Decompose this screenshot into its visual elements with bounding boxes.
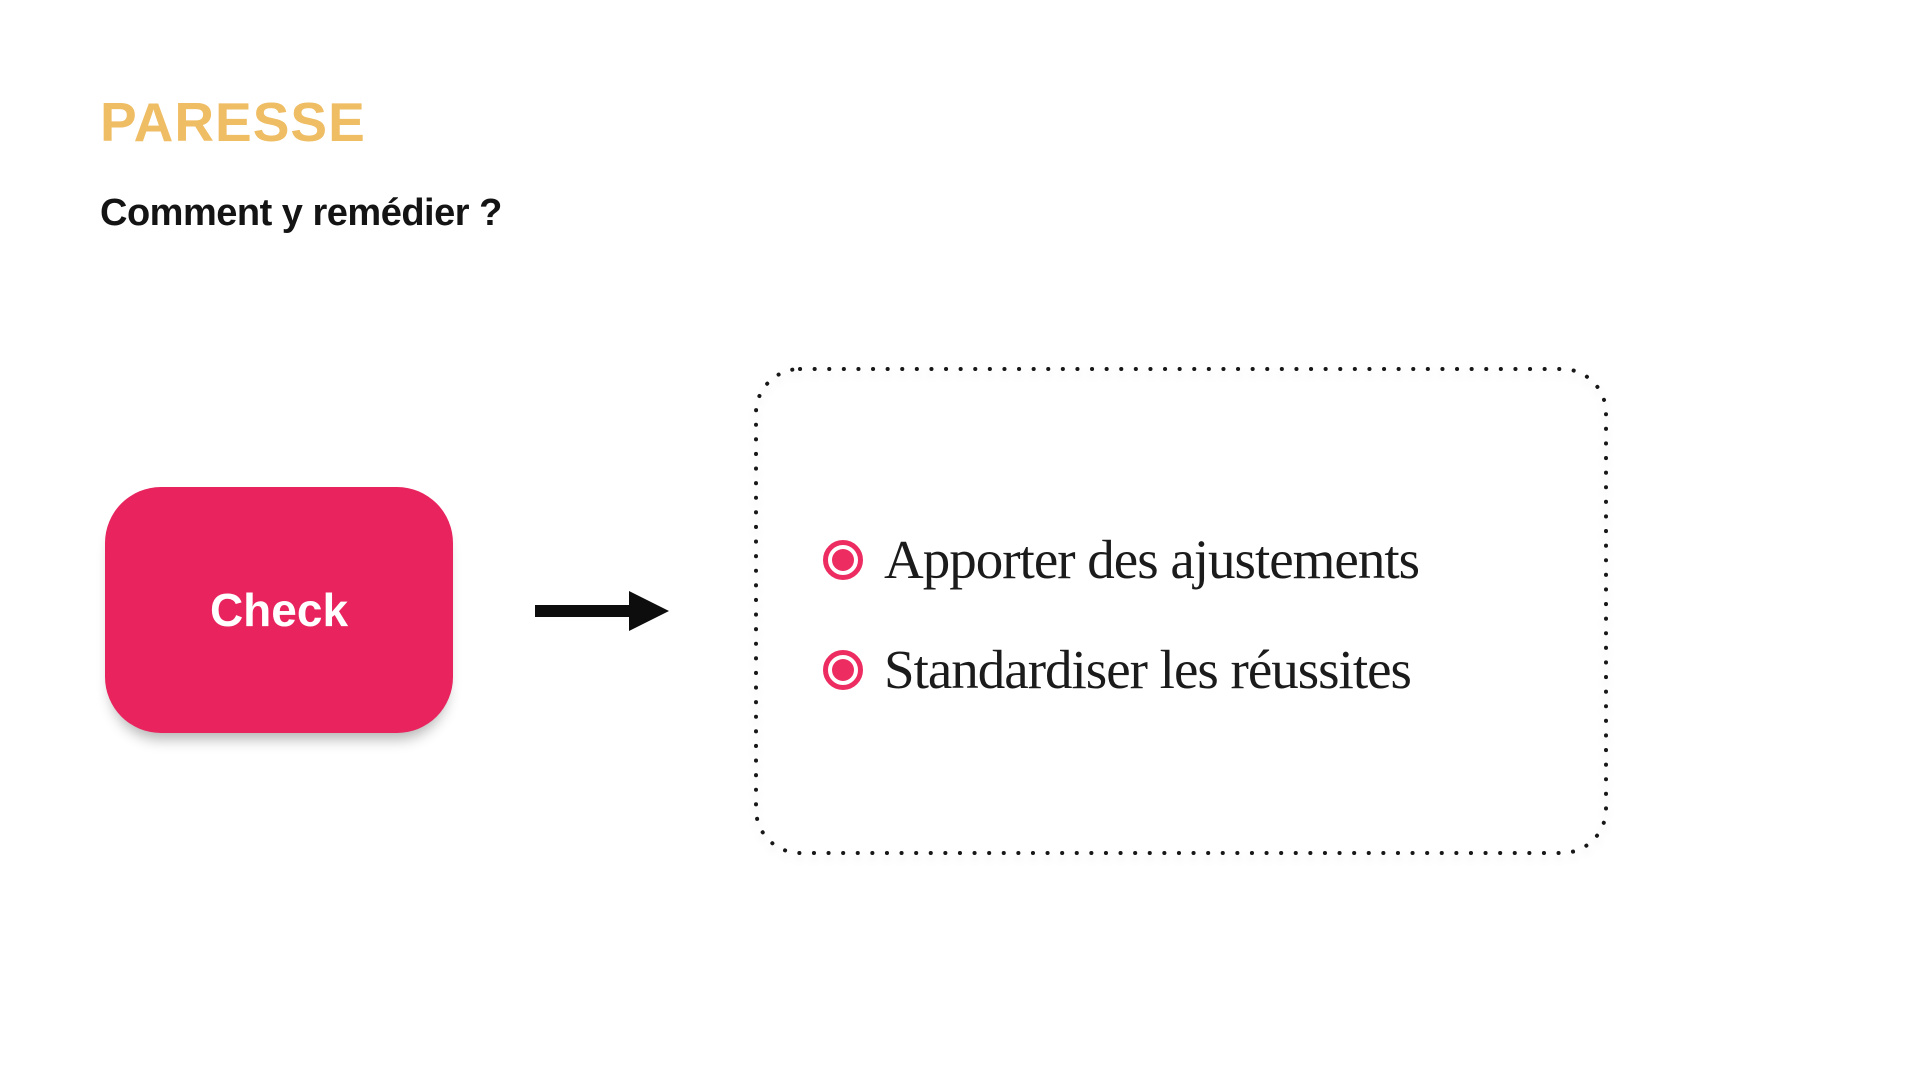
right-arrow-icon bbox=[535, 591, 669, 631]
check-node-label: Check bbox=[209, 584, 349, 636]
list-item-label: Apporter des ajustements bbox=[884, 529, 1420, 590]
list-item-label: Standardiser les réussites bbox=[884, 639, 1412, 700]
list-item: Standardiser les réussites bbox=[823, 639, 1412, 700]
page-title: PARESSE bbox=[100, 91, 366, 153]
radio-dot-icon bbox=[823, 650, 863, 690]
radio-dot-inner bbox=[832, 549, 854, 571]
radio-dot-inner bbox=[832, 659, 854, 681]
radio-dot-icon bbox=[823, 540, 863, 580]
outcomes-dotted-box bbox=[753, 366, 1609, 856]
check-node[interactable]: Check bbox=[105, 487, 453, 733]
list-item: Apporter des ajustements bbox=[823, 529, 1420, 590]
page-subtitle: Comment y remédier ? bbox=[100, 192, 502, 234]
dotted-border bbox=[754, 367, 1608, 855]
